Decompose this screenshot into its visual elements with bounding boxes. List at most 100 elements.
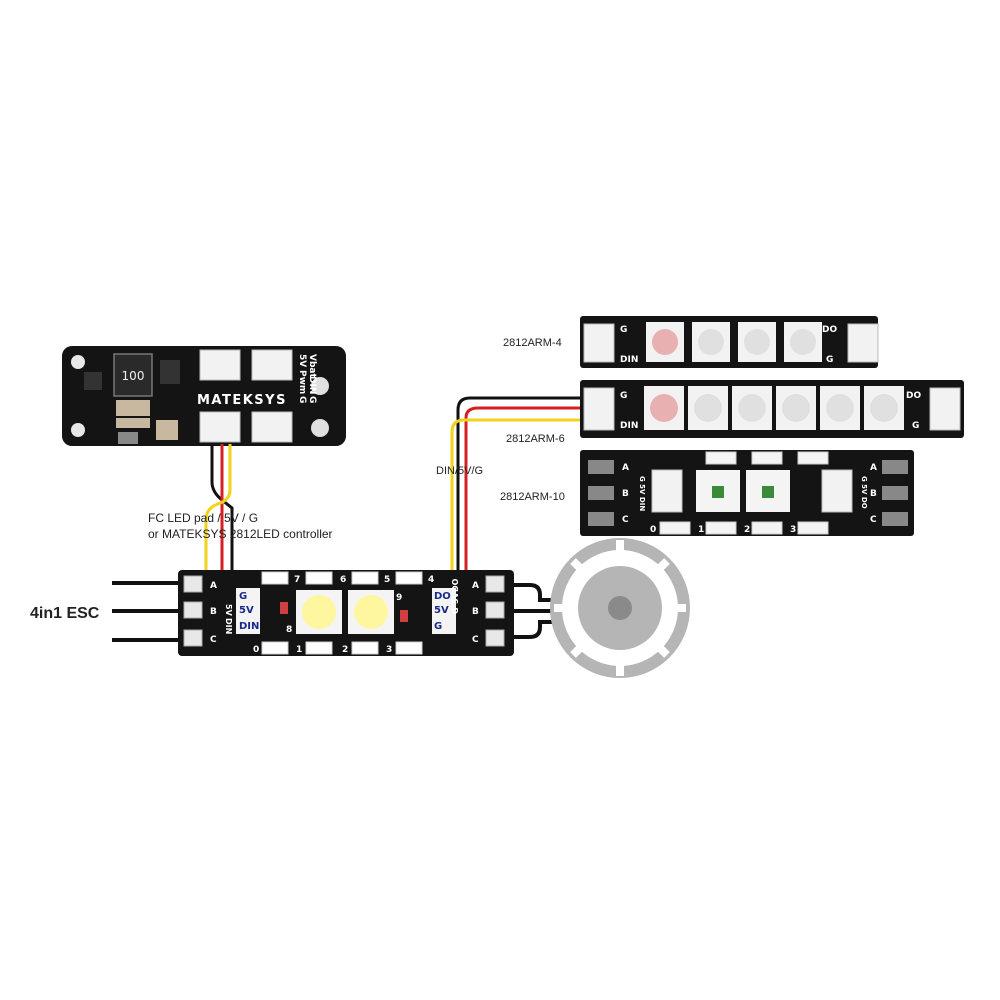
- pin-label: Vbat: [307, 354, 317, 378]
- brand-silkscreen: MATEKSYS: [197, 393, 287, 408]
- pad-label: G: [620, 325, 627, 335]
- pad-label: DO: [906, 391, 921, 401]
- solder-pad-icon: [882, 460, 908, 474]
- output-pad-block: [432, 588, 456, 634]
- led-index: 7: [294, 575, 300, 585]
- led-index: 8: [286, 625, 292, 635]
- silk-label: DO: [451, 578, 460, 592]
- solder-pad-icon: [588, 512, 614, 526]
- phase-label: C: [472, 635, 479, 645]
- silk-label: G 5V DIN: [638, 476, 646, 511]
- pad-label: 5V: [239, 605, 254, 616]
- silk-label: 5V: [224, 604, 233, 617]
- phase-label: C: [870, 515, 877, 525]
- arm6-label: 2812ARM-6: [506, 433, 565, 445]
- led-index: 2: [744, 525, 750, 535]
- phase-label: B: [622, 489, 629, 499]
- led-icon: [797, 521, 829, 535]
- led-icon: [797, 451, 829, 465]
- mount-hole-icon: [311, 419, 329, 437]
- arm10-label: 2812ARM-10: [500, 491, 565, 503]
- led-index: 4: [428, 575, 434, 585]
- pin-label: DIN: [307, 376, 317, 394]
- solder-pad-icon: [183, 575, 203, 593]
- phase-label: B: [472, 607, 479, 617]
- silk-label: G 5V DO: [860, 476, 868, 509]
- phase-label: A: [472, 581, 479, 591]
- solder-pad-icon: [485, 575, 505, 593]
- connector-icon: [583, 323, 615, 363]
- phase-label: C: [622, 515, 629, 525]
- connector-icon: [583, 387, 615, 431]
- led-icon: [261, 641, 289, 655]
- pad-label: G: [239, 591, 247, 602]
- phase-label: B: [210, 607, 217, 617]
- solder-pad-icon: [882, 512, 908, 526]
- led-icon: [751, 451, 783, 465]
- led-index: 6: [340, 575, 346, 585]
- solder-pad-icon: [485, 601, 505, 619]
- connector-icon: [847, 323, 879, 363]
- phase-label: A: [210, 581, 217, 591]
- resistor-icon: [280, 602, 288, 614]
- fc-label-line1: FC LED pad / 5V / G: [148, 511, 258, 525]
- fc-label-line2: or MATEKSYS 2812LED controller: [148, 527, 333, 541]
- pad-label: DO: [822, 325, 837, 335]
- pad-label: DIN: [239, 621, 259, 632]
- motor-icon: [550, 538, 690, 678]
- led-icon: [305, 571, 333, 585]
- connector-icon: [651, 469, 683, 513]
- led-index: 0: [650, 525, 656, 535]
- led-index: 1: [698, 525, 704, 535]
- led-row: [644, 386, 904, 430]
- arm6-board: G DIN DO G: [580, 380, 964, 438]
- wires-strip-to-arm: [450, 396, 580, 612]
- pin-label: G: [307, 396, 317, 403]
- solder-pad-icon: [588, 486, 614, 500]
- pad-label: G: [912, 421, 919, 431]
- silk-label: DIN: [224, 618, 233, 634]
- connector-icon: [199, 349, 241, 381]
- led-index: 3: [790, 525, 796, 535]
- led-icon: [395, 641, 423, 655]
- led-strip-board: A B C A B C G 5V DIN 5V DIN DO 5V G G 5V…: [178, 570, 514, 656]
- input-pad-block: [236, 588, 260, 634]
- led-icon: [351, 641, 379, 655]
- led-lit-icon: [302, 595, 336, 629]
- connector-icon: [821, 469, 853, 513]
- phase-label: A: [622, 463, 629, 473]
- pad-label: G: [620, 391, 627, 401]
- pad-label: DIN: [620, 355, 638, 365]
- led-icon: [751, 521, 783, 535]
- din-5v-g-label: DIN/5V/G: [436, 465, 483, 477]
- inductor-icon: [113, 353, 153, 397]
- led-icon: [705, 451, 737, 465]
- solder-pad-icon: [183, 601, 203, 619]
- mount-hole-icon: [71, 423, 85, 437]
- pad-label: 5V: [434, 605, 449, 616]
- chip-icon: [84, 372, 102, 390]
- switch-icon: [118, 432, 138, 444]
- pad-label: DO: [434, 591, 451, 602]
- phase-label: C: [210, 635, 217, 645]
- led-index: 1: [296, 645, 302, 655]
- led-index: 3: [386, 645, 392, 655]
- pad-label: DIN: [620, 421, 638, 431]
- phase-label: A: [870, 463, 877, 473]
- connector-icon: [199, 411, 241, 443]
- solder-pad-icon: [183, 629, 203, 647]
- led-icon: [705, 521, 737, 535]
- solder-pad-icon: [588, 460, 614, 474]
- led-icon: [305, 641, 333, 655]
- pin-label: 5V: [297, 354, 307, 367]
- inductor-value: 100: [122, 369, 145, 383]
- solder-pad-icon: [882, 486, 908, 500]
- led-index: 0: [253, 645, 259, 655]
- led-index: 9: [396, 593, 402, 603]
- pin-label: G: [297, 396, 307, 403]
- connector-icon: [251, 411, 293, 443]
- arm4-label: 2812ARM-4: [503, 337, 562, 349]
- resistor-icon: [400, 610, 408, 622]
- pad-label: G: [434, 621, 442, 632]
